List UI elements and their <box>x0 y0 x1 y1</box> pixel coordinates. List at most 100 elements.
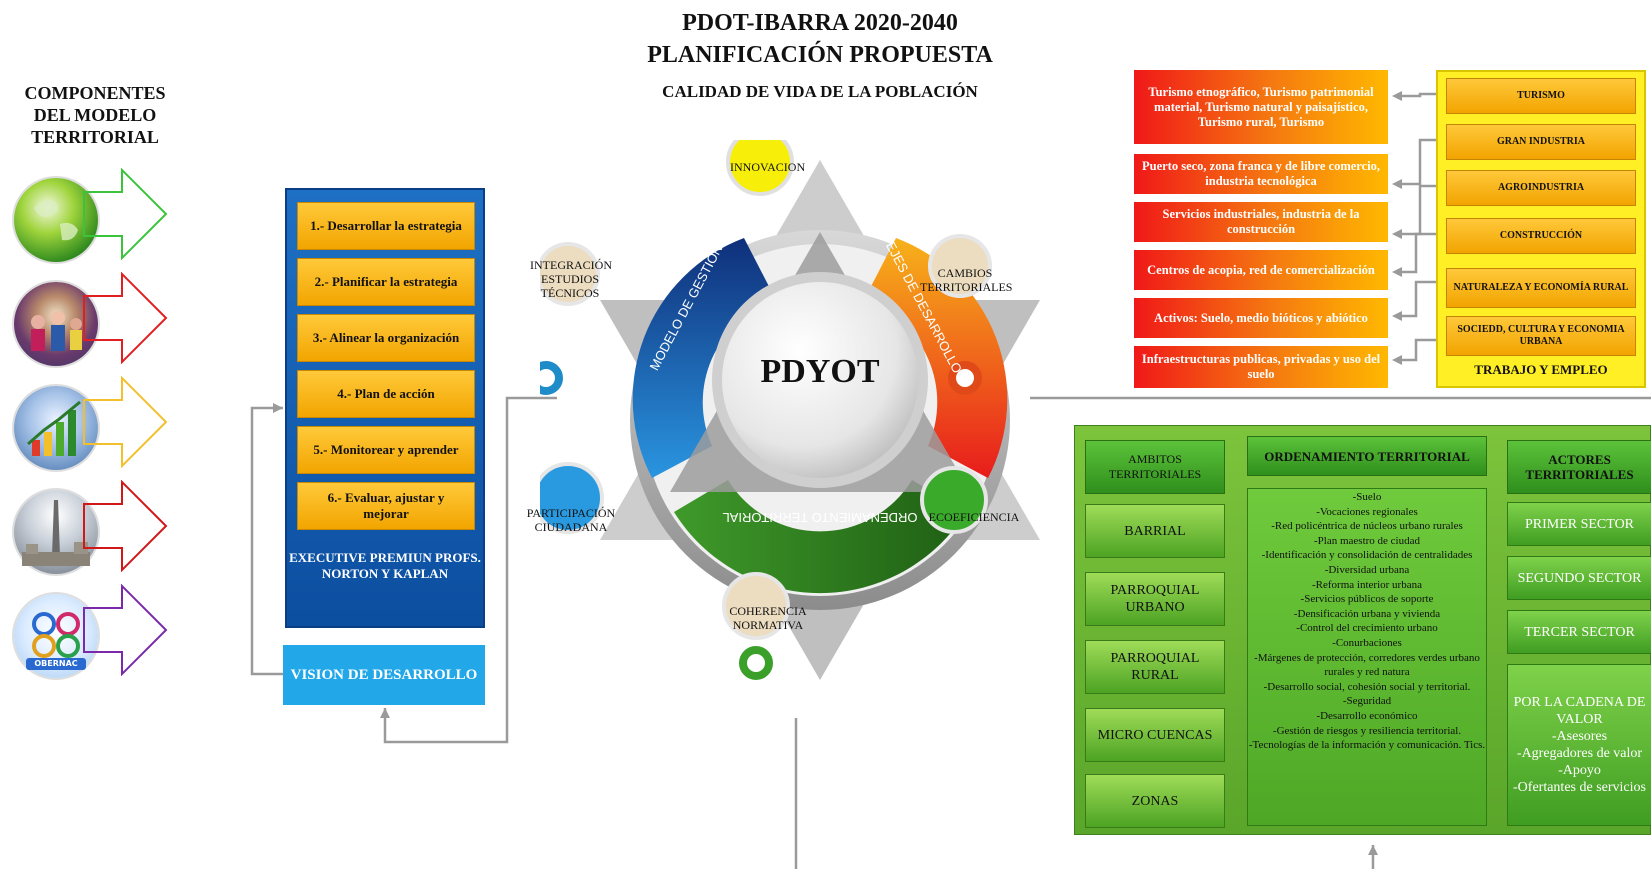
list-item: -Plan maestro de ciudad <box>1314 534 1420 547</box>
component-people <box>12 272 168 366</box>
sector-button: TURISMO <box>1446 78 1636 114</box>
components-title-line: TERRITORIAL <box>31 127 159 147</box>
ordenamiento-list: -Suelo -Vocaciones regionales -Red polic… <box>1247 488 1487 826</box>
arrow-icon <box>83 376 168 468</box>
ring-red-icon <box>948 361 982 395</box>
arrow-icon <box>83 168 168 260</box>
sector-button: SOCIEDD, CULTURA Y ECONOMIA URBANA <box>1446 316 1636 356</box>
arc-ejes-desarrollo <box>864 238 1008 478</box>
sector-detail-box: Centros de acopia, red de comercializaci… <box>1134 250 1388 290</box>
ambito-item: MICRO CUENCAS <box>1085 708 1225 762</box>
pdyot-diagram <box>540 140 1040 680</box>
executive-premium-label: EXECUTIVE PREMIUN PROFS. NORTON Y KAPLAN <box>289 550 481 581</box>
component-growth <box>12 376 168 470</box>
list-item: -Identificación y consolidación de centr… <box>1261 549 1473 562</box>
work-employment-label: TRABAJO Y EMPLEO <box>1474 362 1608 377</box>
strategy-step: 1.- Desarrollar la estrategia <box>297 202 475 250</box>
sector-detail-box: Turismo etnográfico, Turismo patrimonial… <box>1134 70 1388 144</box>
sector-detail-box: Activos: Suelo, medio bióticos y abiótic… <box>1134 298 1388 338</box>
core-label: PDYOT <box>760 353 880 390</box>
page-subtitle: PLANIFICACIÓN PROPUESTA <box>647 42 993 68</box>
node-coherencia-icon <box>722 572 790 640</box>
sector-detail-box: Puerto seco, zona franca y de libre come… <box>1134 154 1388 194</box>
list-item: -Servicios públicos de soporte <box>1300 593 1434 606</box>
node-label-coherencia: COHERENCIA NORMATIVA <box>729 604 807 632</box>
actores-header: ACTORES TERRITORIALES <box>1507 440 1651 494</box>
list-item: -Red policéntrica de núcleos urbano rura… <box>1271 520 1463 533</box>
vision-box: VISION DE DESARROLLO <box>283 645 485 705</box>
arc-modelo-gestion <box>632 238 776 478</box>
governance-label: OBERNAC <box>34 659 78 668</box>
actor-item: SEGUNDO SECTOR <box>1507 556 1651 600</box>
list-item: -Márgenes de protección, corredores verd… <box>1254 651 1480 679</box>
list-item: -Gestión de riesgos y resiliencia territ… <box>1272 724 1462 737</box>
value-chain-item: -Asesores <box>1551 729 1608 744</box>
ring-blue-icon <box>540 361 563 395</box>
value-chain-title: POR LA CADENA DE VALOR <box>1513 695 1646 727</box>
node-label-innovacion: INNOVACION <box>730 160 806 174</box>
ambito-item: PARROQUIAL URBANO <box>1085 572 1225 626</box>
list-item: -Diversidad urbana <box>1324 563 1410 576</box>
page-title: PDOT-IBARRA 2020-2040 <box>682 10 958 36</box>
value-chain-item: -Ofertantes de servicios <box>1513 780 1646 795</box>
node-label-integracion: INTEGRACIÓN ESTUDIOS TÉCNICOS <box>530 258 612 300</box>
sector-button: NATURALEZA Y ECONOMÍA RURAL <box>1446 268 1636 308</box>
list-item: -Reforma interior urbana <box>1312 578 1422 591</box>
list-item: -Desarrollo social, cohesión social y te… <box>1263 680 1471 693</box>
work-employment-panel: TURISMO GRAN INDUSTRIA AGROINDUSTRIA CON… <box>1436 70 1646 388</box>
components-title-line: DEL MODELO <box>33 105 157 125</box>
ambitos-header-text: AMBITOS TERRITORIALES <box>1108 452 1202 481</box>
component-governance: OBERNAC <box>12 584 168 678</box>
ambito-item: ZONAS <box>1085 774 1225 828</box>
components-title-line: COMPONENTES <box>24 83 166 103</box>
arc-ordenamiento <box>674 480 966 594</box>
sector-button: CONSTRUCCIÓN <box>1446 218 1636 254</box>
list-item: -Desarrollo económico <box>1316 709 1418 722</box>
ambito-item: BARRIAL <box>1085 504 1225 558</box>
arc-bottom-label: ORDENAMIENTO TERRITORIAL <box>722 510 918 525</box>
arrow-icon <box>83 480 168 572</box>
node-label-ecoeficiencia: ECOEFICIENCIA <box>928 510 1020 524</box>
sector-detail-box: Servicios industriales, industria de la … <box>1134 202 1388 242</box>
strategy-step: 6.- Evaluar, ajustar y mejorar <box>297 482 475 530</box>
actor-item: TERCER SECTOR <box>1507 610 1651 654</box>
component-globe <box>12 168 168 262</box>
node-integracion-icon <box>540 242 600 306</box>
strategy-step: 5.- Monitorear y aprender <box>297 426 475 474</box>
value-chain-item: -Agregadores de valor <box>1516 746 1643 761</box>
value-chain-item: -Apoyo <box>1558 763 1601 778</box>
list-item: -Vocaciones regionales <box>1316 505 1418 518</box>
page-tagline: CALIDAD DE VIDA DE LA POBLACIÓN <box>662 82 978 101</box>
actor-item: PRIMER SECTOR <box>1507 502 1651 546</box>
arrow-icon <box>83 272 168 364</box>
list-item: -Seguridad <box>1342 695 1392 708</box>
strategy-step: 3.- Alinear la organización <box>297 314 475 362</box>
node-participacion-icon <box>540 462 604 534</box>
sector-detail-box: Infraestructuras publicas, privadas y us… <box>1134 346 1388 388</box>
ambitos-header: AMBITOS TERRITORIALES <box>1085 440 1225 494</box>
node-cambios-icon <box>928 234 992 298</box>
value-chain-box: POR LA CADENA DE VALOR -Asesores -Agrega… <box>1507 664 1651 826</box>
node-label-cambios: CAMBIOS TERRITORIALES <box>920 266 1013 294</box>
strategy-panel: 1.- Desarrollar la estrategia 2.- Planif… <box>285 188 485 628</box>
node-label-participacion: PARTICIPACIÓN CIUDADANA <box>526 506 616 534</box>
sector-button: GRAN INDUSTRIA <box>1446 124 1636 160</box>
node-ecoeficiencia-icon <box>920 466 988 534</box>
list-item: -Densificación urbana y vivienda <box>1293 607 1441 620</box>
list-item: -Control del crecimiento urbano <box>1296 622 1438 635</box>
list-item: -Tecnologías de la información y comunic… <box>1248 739 1486 752</box>
ambito-item: PARROQUIAL RURAL <box>1085 640 1225 694</box>
ring-green-icon <box>739 646 773 680</box>
strategy-step: 4.- Plan de acción <box>297 370 475 418</box>
node-innovacion-icon <box>726 140 794 196</box>
list-item: -Suelo <box>1352 491 1382 503</box>
sector-button: AGROINDUSTRIA <box>1446 170 1636 206</box>
strategy-step: 2.- Planificar la estrategia <box>297 258 475 306</box>
ordenamiento-header: ORDENAMIENTO TERRITORIAL <box>1247 436 1487 476</box>
components-title: COMPONENTES DEL MODELO TERRITORIAL <box>0 82 190 148</box>
list-item: -Conurbaciones <box>1332 636 1402 649</box>
arrow-icon <box>83 584 168 676</box>
territory-panel: AMBITOS TERRITORIALES BARRIAL PARROQUIAL… <box>1074 425 1651 835</box>
component-city <box>12 480 168 574</box>
